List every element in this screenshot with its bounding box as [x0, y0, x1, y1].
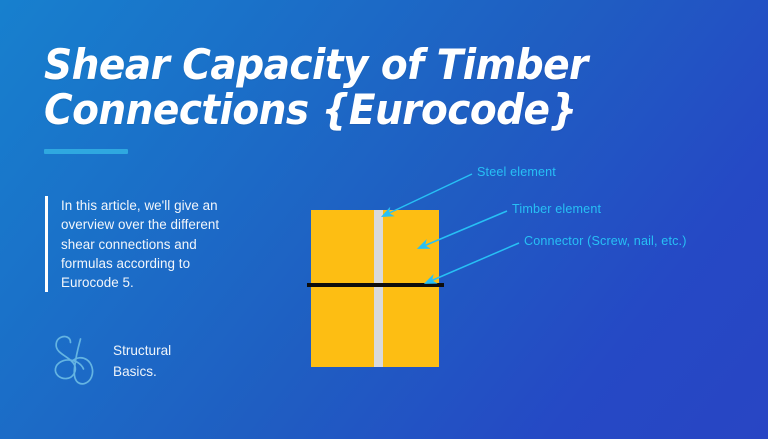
steel-element-plate [374, 210, 383, 367]
sb-monogram-icon [54, 335, 94, 385]
intro-paragraph: In this article, we'll give an overview … [61, 198, 220, 291]
page-title: Shear Capacity of Timber Connections {Eu… [44, 40, 588, 134]
connector-line [307, 283, 444, 287]
brand-logo: Structural Basics. [45, 330, 171, 392]
intro-text-block: In this article, we'll give an overview … [45, 196, 270, 293]
title-underline-rule [44, 149, 128, 154]
label-timber-element: Timber element [512, 202, 602, 216]
arrow-connector [423, 242, 520, 284]
label-steel-element: Steel element [477, 165, 556, 179]
label-connector: Connector (Screw, nail, etc.) [524, 234, 687, 248]
brand-name: Structural Basics. [113, 343, 172, 379]
